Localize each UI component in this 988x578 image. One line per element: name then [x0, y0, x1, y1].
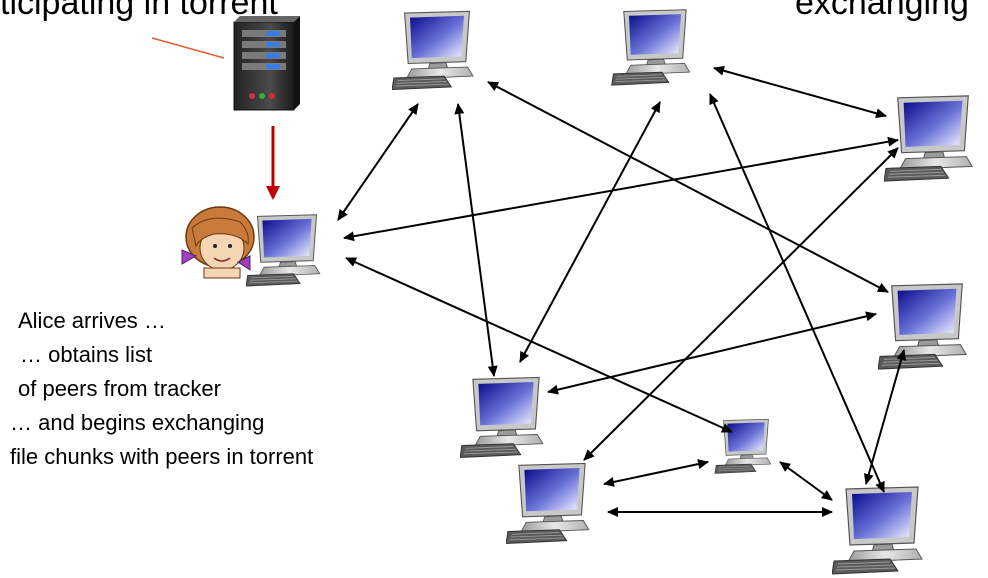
alice-note-line-4: … and begins exchanging: [10, 410, 264, 435]
alice-note-line-2: … obtains list: [20, 342, 152, 367]
alice-note-line-3: of peers from tracker: [18, 376, 221, 401]
arrow-small-bottomleft: [603, 459, 709, 487]
peer-top-right-computer-icon: [884, 95, 973, 182]
alice-avatar-icon: [181, 206, 255, 279]
tracker-server-icon: [233, 16, 300, 111]
arrow-topmid-midleft: [519, 101, 661, 363]
arrow-small-bottomright: [779, 461, 833, 501]
alice-note: Alice arrives … … obtains list of peers …: [10, 308, 313, 469]
peer-bottom-right-computer-icon: [832, 486, 923, 575]
arrow-alice-small: [345, 257, 733, 433]
alice-note-line-5: file chunks with peers in torrent: [10, 444, 313, 469]
arrow-midright-bottomright: [863, 349, 907, 485]
arrow-topmid-topright: [713, 65, 887, 119]
arrow-alice-topleft: [337, 103, 419, 221]
arrow-midright-midleft: [547, 311, 877, 395]
peer-mid-right-computer-icon: [878, 283, 967, 370]
peer-top-left-computer-icon: [392, 10, 474, 91]
alice-note-line-1: Alice arrives …: [18, 308, 166, 333]
arrow-alice-topright: [343, 136, 899, 242]
peer-alice-computer-icon: [246, 214, 321, 287]
arrow-topright-bottomleft: [583, 147, 899, 461]
arrow-topleft-midleft: [454, 103, 498, 377]
peer-bottom-left-computer-icon: [506, 462, 590, 545]
arrow-topleft-midright: [487, 81, 889, 293]
peer-top-middle-computer-icon: [611, 9, 691, 86]
peer-mid-left-computer-icon: [460, 376, 544, 459]
peer-arrows: [337, 65, 907, 517]
header-right-fragment: exchanging: [795, 0, 969, 22]
header-left-fragment: ticipating in torrent: [0, 0, 278, 22]
tracker-pointer-line: [151, 37, 225, 59]
